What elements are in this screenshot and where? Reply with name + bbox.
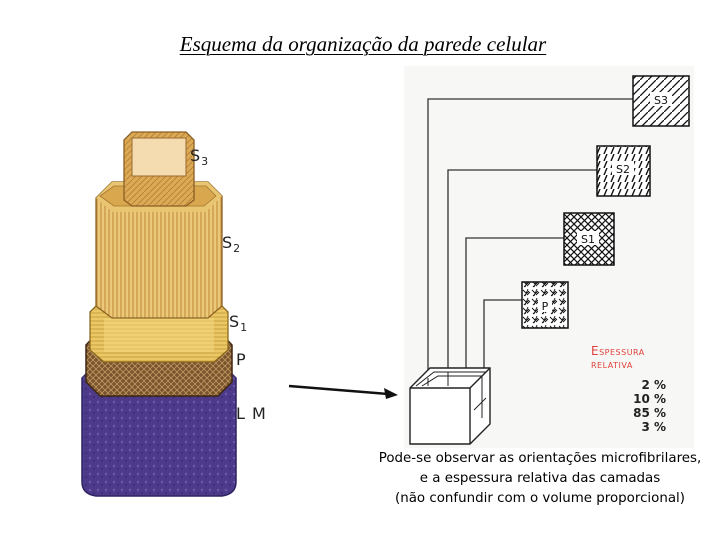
thickness-value-s1: 85 %: [633, 406, 666, 420]
caption-line-3: (não confundir com o volume proporcional…: [395, 491, 685, 506]
label-p: P: [236, 350, 247, 369]
caption-line-2: e a espessura relativa das camadas: [419, 471, 661, 486]
box-label-s1: S1: [581, 233, 595, 246]
box-label-p: P: [542, 300, 549, 313]
diagram-title: Esquema da organização da parede celular: [179, 32, 547, 56]
label-s1-sub: 1: [240, 321, 249, 335]
box-label-s2: S2: [616, 163, 630, 176]
caption: Pode-se observar as orientações microfib…: [360, 449, 720, 509]
wall-cube: [409, 367, 491, 445]
label-s2-sub: 2: [233, 242, 242, 256]
thickness-heading: Espessura relativa: [591, 345, 645, 371]
label-s1-main: S: [229, 312, 241, 331]
pointer-arrow: [288, 384, 398, 399]
label-s3-sub: 3: [201, 155, 210, 169]
cell-wall-column: [81, 131, 237, 497]
layer-lm: [81, 363, 237, 497]
thickness-heading-line1: Espessura: [591, 344, 645, 358]
schematic-lines: [427, 98, 633, 378]
label-s1: S1: [229, 312, 248, 334]
thickness-heading-line2: relativa: [591, 357, 633, 371]
caption-line-1: Pode-se observar as orientações microfib…: [378, 451, 702, 466]
thickness-value-s2: 10 %: [633, 392, 666, 406]
label-lm: L M: [236, 404, 267, 423]
thickness-value-p: 3 %: [641, 420, 666, 434]
thickness-value-s3: 2 %: [641, 378, 666, 392]
label-s2-main: S: [222, 233, 234, 252]
label-s3: S3: [190, 146, 209, 168]
label-s3-main: S: [190, 146, 202, 165]
box-label-s3: S3: [654, 94, 668, 107]
label-s2: S2: [222, 233, 241, 255]
